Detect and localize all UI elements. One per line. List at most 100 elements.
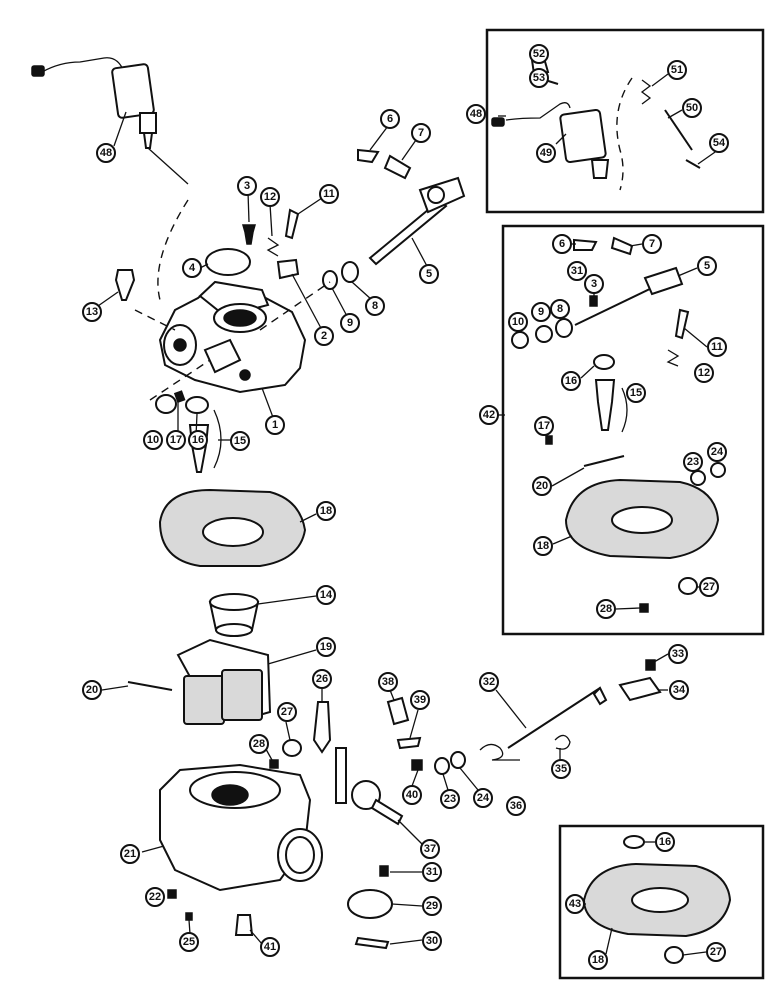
- float-19-part: [176, 638, 272, 725]
- svg-text:41: 41: [264, 941, 276, 953]
- svg-text:48: 48: [470, 108, 482, 120]
- svg-text:34: 34: [673, 684, 686, 696]
- callout-11: 11: [319, 184, 339, 204]
- callout-9-kit: 9: [531, 302, 551, 322]
- svg-text:23: 23: [687, 456, 699, 468]
- callout-circles: 48 3 12 11 6 7 5 4 13 2 9 8 1 10 17 16 1…: [82, 44, 729, 970]
- svg-text:12: 12: [698, 367, 710, 379]
- svg-text:49: 49: [540, 147, 552, 159]
- washer-16-part: [185, 396, 209, 414]
- svg-text:21: 21: [124, 848, 136, 860]
- callout-5: 5: [419, 264, 439, 284]
- kit-spring-7-part: [610, 236, 634, 256]
- block-34-part: [618, 676, 662, 702]
- spring-2-part: [276, 258, 300, 280]
- callout-18: 18: [316, 501, 336, 521]
- leader-lines: [97, 71, 719, 945]
- svg-text:40: 40: [406, 789, 418, 801]
- screw-3-part: [242, 224, 256, 245]
- callout-20: 20: [82, 680, 102, 700]
- callout-24: 24: [473, 788, 493, 808]
- svg-text:10: 10: [512, 316, 524, 328]
- callout-27: 27: [277, 702, 297, 722]
- callout-3: 3: [237, 176, 257, 196]
- svg-text:39: 39: [414, 694, 426, 706]
- callout-7: 7: [411, 123, 431, 143]
- callout-18-kit: 18: [533, 536, 553, 556]
- callout-27-kit43: 27: [706, 942, 726, 962]
- kit-shaft-5-part: [574, 266, 684, 326]
- callout-28: 28: [249, 734, 269, 754]
- callout-9: 9: [340, 313, 360, 333]
- inset-box-solenoid: [485, 28, 765, 214]
- screw-17-part: [173, 390, 186, 404]
- callout-4: 4: [182, 258, 202, 278]
- kit-seat-27-part: [678, 577, 698, 595]
- svg-text:12: 12: [264, 191, 276, 203]
- svg-text:5: 5: [704, 260, 710, 272]
- callout-53: 53: [529, 68, 549, 88]
- plate-29-part: [347, 889, 393, 919]
- svg-text:27: 27: [281, 706, 293, 718]
- callout-18-kit43: 18: [588, 950, 608, 970]
- callout-54: 54: [709, 133, 729, 153]
- svg-text:4: 4: [189, 262, 196, 274]
- svg-text:7: 7: [418, 127, 424, 139]
- callout-6-kit: 6: [552, 234, 572, 254]
- kit-screw-3-part: [589, 295, 598, 307]
- svg-text:53: 53: [533, 72, 545, 84]
- needle-26-part: [312, 701, 332, 754]
- plug-22-part: [167, 889, 177, 899]
- solenoid-part: [31, 57, 189, 185]
- svg-text:10: 10: [147, 434, 159, 446]
- clip-35-part: [554, 734, 571, 750]
- kit-leader-lines: [498, 243, 708, 956]
- svg-text:28: 28: [253, 738, 265, 750]
- washer-23-part: [434, 757, 450, 775]
- svg-text:9: 9: [538, 306, 544, 318]
- kit-washer-24-part: [710, 462, 726, 478]
- callout-21: 21: [120, 844, 140, 864]
- fuel-bowl-part: [159, 763, 323, 892]
- callout-33: 33: [668, 644, 688, 664]
- svg-text:32: 32: [483, 676, 495, 688]
- kit43-washer-16-part: [623, 835, 645, 849]
- screw-33-part: [645, 659, 656, 671]
- plug-4-part: [205, 248, 251, 276]
- callout-30: 30: [422, 931, 442, 951]
- svg-text:17: 17: [170, 434, 182, 446]
- svg-text:24: 24: [477, 792, 490, 804]
- callout-11-kit: 11: [707, 337, 727, 357]
- callout-15: 15: [230, 431, 250, 451]
- callout-39: 39: [410, 690, 430, 710]
- kit43-seat-27-part: [664, 946, 684, 964]
- callout-3-kit: 3: [584, 274, 604, 294]
- callout-16-kit43: 16: [655, 832, 675, 852]
- svg-text:17: 17: [538, 420, 550, 432]
- callout-50: 50: [682, 98, 702, 118]
- svg-text:48: 48: [100, 147, 112, 159]
- callout-5-kit: 5: [697, 256, 717, 276]
- pin-20-part: [127, 681, 173, 691]
- callout-35: 35: [551, 759, 571, 779]
- svg-text:42: 42: [483, 409, 495, 421]
- choke-shaft-part: [507, 686, 608, 749]
- plug-10-part: [155, 394, 177, 414]
- callout-20-kit: 20: [532, 476, 552, 496]
- callout-38: 38: [378, 672, 398, 692]
- washer-9-part: [322, 270, 338, 290]
- svg-text:43: 43: [569, 898, 581, 910]
- callout-7-kit: 7: [642, 234, 662, 254]
- throttle-shaft-part: [368, 176, 466, 266]
- nut-40-part: [411, 759, 423, 771]
- kit-screw-6-part: [573, 238, 598, 251]
- svg-text:6: 6: [559, 238, 565, 250]
- drain-41-part: [234, 914, 254, 936]
- svg-text:16: 16: [192, 434, 204, 446]
- callout-48: 48: [96, 143, 116, 163]
- seal-8-part: [341, 261, 359, 283]
- svg-text:24: 24: [711, 446, 724, 458]
- inset-box-kit-43: [558, 824, 765, 980]
- svg-text:11: 11: [323, 188, 335, 200]
